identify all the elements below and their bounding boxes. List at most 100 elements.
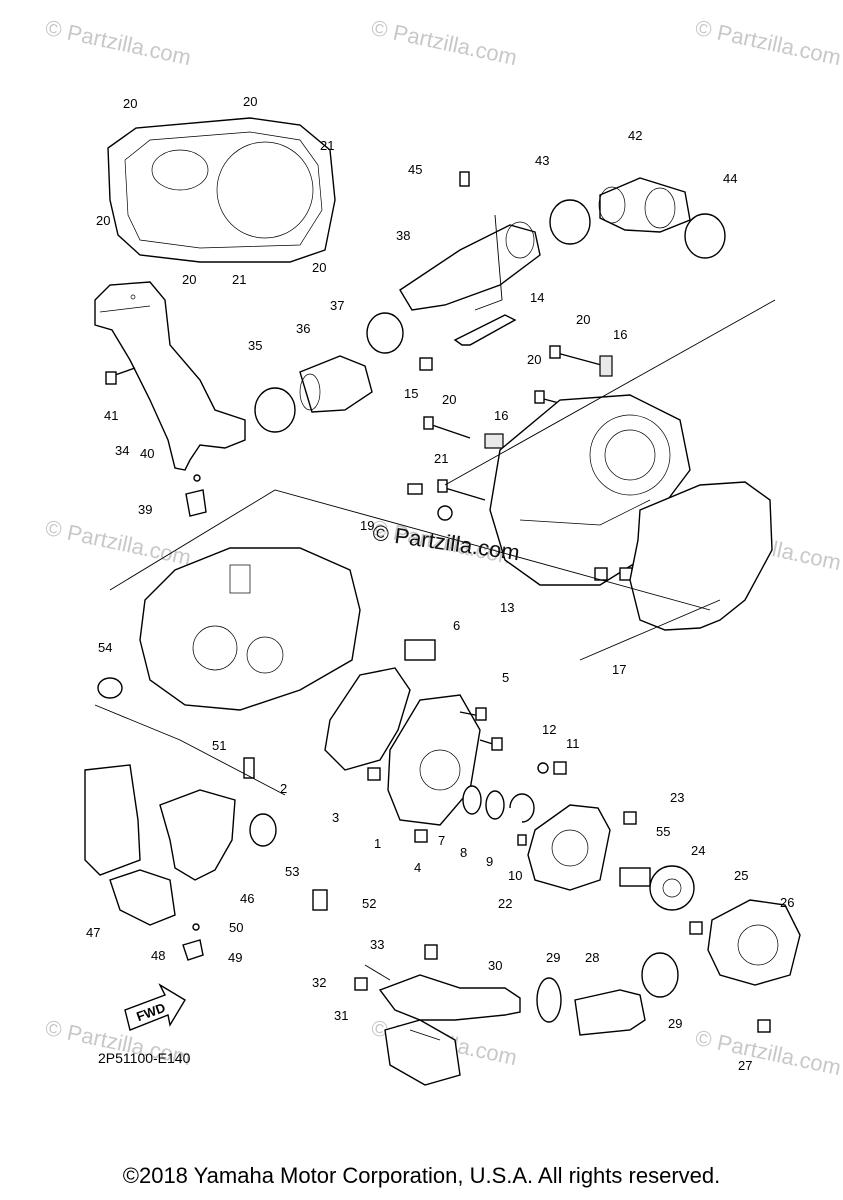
callout-15: 15 (404, 386, 418, 401)
band-53 (249, 813, 277, 847)
callout-20: 20 (442, 392, 456, 407)
callout-20: 20 (96, 213, 110, 228)
plate-31 (384, 1019, 461, 1086)
callout-50: 50 (229, 920, 243, 935)
callout-33: 33 (370, 937, 384, 952)
cover-47 (84, 764, 141, 876)
bearing-8 (485, 790, 505, 820)
callout-43: 43 (535, 153, 549, 168)
callout-27: 27 (738, 1058, 752, 1073)
clamp-44 (684, 213, 726, 259)
boot-36 (299, 355, 373, 413)
callout-52: 52 (362, 896, 376, 911)
bolt-23 (623, 811, 637, 825)
callout-30: 30 (488, 958, 502, 973)
callout-8: 8 (460, 845, 467, 860)
clamp-29-left (536, 977, 562, 1023)
callout-20: 20 (182, 272, 196, 287)
callout-48: 48 (151, 948, 165, 963)
callout-53: 53 (285, 864, 299, 879)
callout-42: 42 (628, 128, 642, 143)
part-52 (312, 889, 328, 911)
callout-37: 37 (330, 298, 344, 313)
bearing-7 (462, 785, 482, 815)
callout-14: 14 (530, 290, 544, 305)
callout-12: 12 (542, 722, 556, 737)
plug-11 (553, 761, 567, 775)
callout-54: 54 (98, 640, 112, 655)
clamp-37 (366, 312, 404, 354)
plate-22 (527, 804, 611, 891)
callout-3: 3 (332, 810, 339, 825)
impeller-24 (649, 865, 695, 911)
bolts-5 (459, 707, 503, 751)
clamp-35 (254, 387, 296, 433)
callout-5: 5 (502, 670, 509, 685)
callout-21: 21 (434, 451, 448, 466)
callout-45: 45 (408, 162, 422, 177)
clamp-43 (549, 199, 591, 245)
callout-20: 20 (123, 96, 137, 111)
clip-50 (192, 923, 200, 931)
callout-46: 46 (240, 891, 254, 906)
oring-12 (537, 762, 549, 774)
callout-24: 24 (691, 843, 705, 858)
callout-26: 26 (780, 895, 794, 910)
callout-22: 22 (498, 896, 512, 911)
clamp-54 (97, 677, 123, 699)
callout-49: 49 (228, 950, 242, 965)
callout-32: 32 (312, 975, 326, 990)
bolt-4 (414, 829, 428, 843)
callout-16: 16 (494, 408, 508, 423)
bolt-27 (757, 1019, 771, 1033)
duct-46 (159, 789, 236, 881)
part-55 (619, 867, 651, 887)
callout-1: 1 (374, 836, 381, 851)
duct-48 (109, 869, 176, 926)
callout-29: 29 (546, 950, 560, 965)
engine-block (139, 547, 361, 711)
callout-51: 51 (212, 738, 226, 753)
bracket-14 (453, 314, 517, 346)
callout-17: 17 (612, 662, 626, 677)
fwd-arrow: FWD (124, 983, 186, 1031)
callout-38: 38 (396, 228, 410, 243)
hose-28 (574, 989, 646, 1036)
callout-16: 16 (613, 327, 627, 342)
callout-9: 9 (486, 854, 493, 869)
callout-20: 20 (243, 94, 257, 109)
callout-10: 10 (508, 868, 522, 883)
air-duct-34 (94, 281, 246, 471)
callout-34: 34 (115, 443, 129, 458)
callout-55: 55 (656, 824, 670, 839)
sensor-6 (404, 639, 436, 661)
callout-35: 35 (248, 338, 262, 353)
bolt-33 (424, 944, 438, 960)
bolt-10 (517, 834, 527, 846)
callout-20: 20 (312, 260, 326, 275)
circlip-9 (509, 793, 535, 823)
callout-23: 23 (670, 790, 684, 805)
pipe-30 (378, 974, 521, 1021)
part-49 (182, 939, 204, 961)
part-32 (354, 977, 368, 991)
crankcase-cover-top-left (107, 117, 336, 263)
callout-29: 29 (668, 1016, 682, 1031)
callout-20: 20 (576, 312, 590, 327)
callout-28: 28 (585, 950, 599, 965)
clip-40 (193, 474, 201, 482)
copyright-notice: ©2018 Yamaha Motor Corporation, U.S.A. A… (122, 1163, 721, 1188)
assembly-lines (94, 214, 776, 1041)
callout-11: 11 (566, 736, 580, 751)
screw-51 (243, 757, 255, 779)
callout-20: 20 (527, 352, 541, 367)
bolt-25 (689, 921, 703, 935)
callout-21: 21 (320, 138, 334, 153)
part-39 (185, 489, 207, 517)
callout-19: 19 (360, 518, 374, 533)
callout-31: 31 (334, 1008, 348, 1023)
joint-42 (598, 177, 691, 233)
housing-26 (707, 899, 801, 986)
